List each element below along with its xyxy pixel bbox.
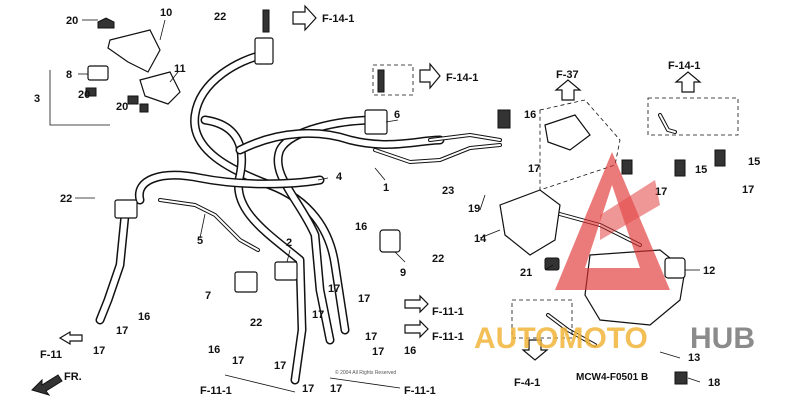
- part-label-17: 17: [742, 184, 754, 196]
- part-label-20: 20: [116, 101, 128, 113]
- part-label-17: 17: [330, 383, 342, 395]
- arrow-left-icon: [58, 330, 83, 346]
- ref-label-f14-1: F-14-1: [446, 72, 478, 84]
- ref-label-f11: F-11: [40, 349, 62, 361]
- watermark: AUTOMOTO HUB: [474, 152, 755, 355]
- part-label-16: 16: [138, 311, 150, 323]
- part-label-2: 2: [286, 237, 292, 249]
- part-label-17: 17: [312, 309, 324, 321]
- part-label-12: 12: [703, 265, 715, 277]
- part-label-16: 16: [524, 109, 536, 121]
- clamps: [114, 9, 401, 293]
- part-label-5: 5: [197, 235, 203, 247]
- part-label-17: 17: [93, 345, 105, 357]
- part-label-16: 16: [404, 345, 416, 357]
- arrow-right-icon: [404, 319, 429, 339]
- watermark-text-b: HUB: [690, 322, 755, 355]
- bracket-assembly: [49, 17, 181, 126]
- part-label-22: 22: [250, 317, 262, 329]
- arrow-right-icon: [292, 4, 317, 32]
- reference-labels: F-14-1 F-14-1 F-37 F-14-1 F-11 F-11-1 F-…: [40, 13, 700, 397]
- part-label-17: 17: [328, 283, 340, 295]
- ref-label-f37: F-37: [556, 69, 579, 81]
- arrow-right-icon: [419, 62, 441, 90]
- ref-label-f11-1: F-11-1: [404, 385, 436, 397]
- part-label-19: 19: [468, 203, 480, 215]
- part-label-17: 17: [232, 355, 244, 367]
- part-label-22: 22: [60, 193, 72, 205]
- part-label-17: 17: [274, 360, 286, 372]
- part-label-4: 4: [336, 171, 343, 183]
- ref-label-f11-1: F-11-1: [200, 385, 232, 397]
- part-label-17: 17: [116, 325, 128, 337]
- part-label-7: 7: [205, 290, 211, 302]
- part-label-9: 9: [400, 267, 406, 279]
- arrow-up-icon: [674, 71, 702, 93]
- part-label-23: 23: [442, 185, 454, 197]
- diagram-code: MCW4-F0501 B: [576, 372, 648, 383]
- part-label-22: 22: [432, 253, 444, 265]
- leader-lines: [75, 19, 701, 393]
- part-label-15: 15: [695, 164, 707, 176]
- part-label-11: 11: [174, 63, 186, 75]
- part-label-15: 15: [748, 156, 760, 168]
- brake-hoses: [95, 50, 445, 385]
- front-direction-label: FR.: [64, 371, 82, 383]
- part-label-10: 10: [160, 7, 172, 19]
- part-label-3: 3: [34, 93, 40, 105]
- part-label-16: 16: [355, 221, 367, 233]
- part-label-16: 16: [208, 344, 220, 356]
- part-label-8: 8: [66, 69, 72, 81]
- part-label-1: 1: [383, 182, 389, 194]
- part-label-20: 20: [66, 15, 78, 27]
- part-label-17: 17: [528, 163, 540, 175]
- ref-label-f14-1: F-14-1: [322, 13, 354, 25]
- part-label-18: 18: [708, 377, 720, 389]
- front-direction-arrow-icon: [31, 374, 63, 396]
- ref-label-f11-1: F-11-1: [432, 306, 464, 318]
- part-label-6: 6: [394, 109, 400, 121]
- part-label-13: 13: [688, 352, 700, 364]
- part-label-17: 17: [655, 186, 667, 198]
- part-label-17: 17: [358, 293, 370, 305]
- arrow-right-icon: [404, 294, 429, 314]
- watermark-triangle-icon: [555, 152, 670, 290]
- detail-callouts: [372, 64, 739, 339]
- arrow-down-icon: [521, 339, 549, 361]
- arrow-up-icon: [554, 79, 582, 101]
- part-label-14: 14: [474, 233, 487, 245]
- part-label-22: 22: [214, 11, 226, 23]
- watermark-text-a: AUTOMOTO: [474, 322, 648, 355]
- ref-label-f11-1: F-11-1: [432, 331, 464, 343]
- part-label-17: 17: [372, 346, 384, 358]
- ref-label-f4-1: F-4-1: [514, 377, 540, 389]
- part-label-20: 20: [78, 89, 90, 101]
- copyright-note: © 2004 All Rights Reserved: [335, 369, 396, 376]
- part-label-17: 17: [302, 383, 314, 395]
- reference-arrows: [31, 4, 702, 396]
- ref-label-f14-1: F-14-1: [668, 60, 700, 72]
- part-label-21: 21: [520, 267, 532, 279]
- part-label-17: 17: [365, 331, 377, 343]
- part-number-labels: 20 10 22 8 11 20 20 3 6 4 1 23 22 5 2 16…: [34, 7, 760, 395]
